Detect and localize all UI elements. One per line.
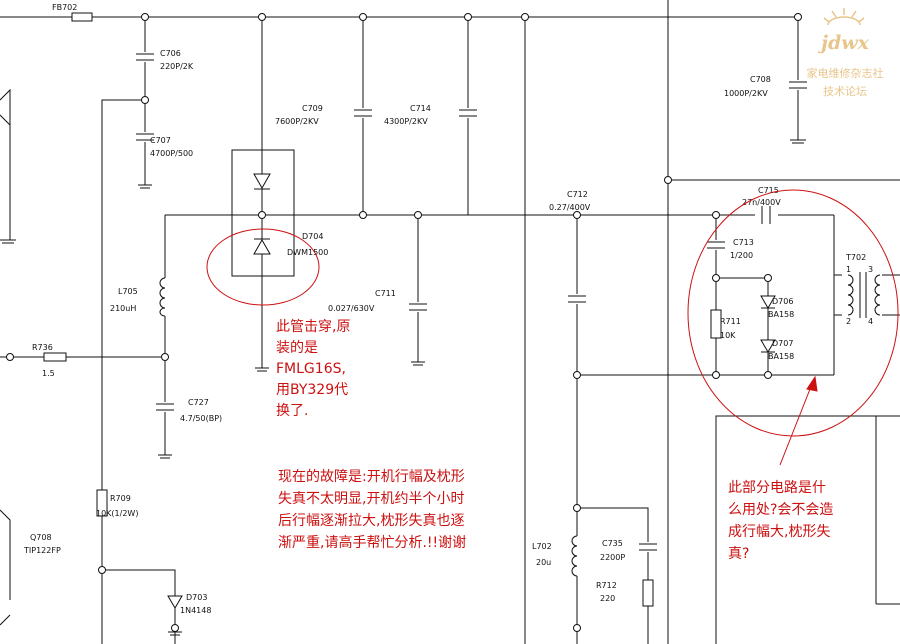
note-left: 此管击穿,原 装的是 FMLG16S, 用BY329代 换了. [276, 319, 350, 419]
note-left-line-3: FMLG16S, [276, 361, 346, 377]
label-c713-value: 1/200 [730, 251, 753, 260]
note-center-line-4: 渐严重,请高手帮忙分析.!!谢谢 [278, 534, 466, 551]
label-c706-ref: C706 [160, 49, 181, 58]
label-c709-value: 7600P/2KV [275, 117, 319, 126]
label-d706-ref: D706 [772, 297, 793, 306]
note-center: 现在的故障是:开机行幅及枕形 失真不太明显,开机约半个小时 后行幅逐渐拉大,枕形… [278, 469, 466, 551]
label-d704-value: DWM1500 [287, 248, 328, 257]
label-t702-pin2: 2 [846, 317, 851, 326]
label-c715-ref: C715 [758, 186, 779, 195]
label-d703-value: 1N4148 [180, 606, 211, 615]
label-r736-value: 1.5 [42, 369, 55, 378]
red-annotations: 此管击穿,原 装的是 FMLG16S, 用BY329代 换了. 现在的故障是:开… [206, 189, 899, 562]
note-center-line-1: 现在的故障是:开机行幅及枕形 [278, 469, 465, 485]
junction-nodes [6, 13, 802, 632]
ground-symbols [0, 139, 806, 636]
label-t702-pin4: 4 [868, 317, 873, 326]
component-labels: FB702 C706 220P/2K C707 4700P/500 C709 7… [23, 3, 873, 615]
note-center-line-2: 失真不太明显,开机约半个小时 [278, 491, 464, 507]
label-q708-value: TIP122FP [23, 546, 61, 555]
label-r712-value: 220 [600, 594, 615, 603]
label-l705-value: 210uH [110, 304, 136, 313]
arrow-to-section [779, 375, 818, 466]
label-l702-ref: L702 [532, 542, 552, 551]
label-d704-ref: D704 [302, 232, 323, 241]
note-left-line-4: 用BY329代 [276, 382, 348, 398]
label-c735-value: 2200P [600, 553, 625, 562]
note-left-line-2: 装的是 [276, 340, 318, 356]
note-left-line-5: 换了. [276, 402, 308, 419]
label-c711-value: 0.027/630V [328, 304, 375, 313]
highlight-ellipse-t702-section [687, 189, 899, 437]
label-c708-ref: C708 [750, 75, 771, 84]
label-q708-ref: Q708 [30, 533, 52, 542]
label-d707-value: BA158 [768, 352, 794, 361]
label-r736-ref: R736 [32, 343, 53, 352]
note-center-line-3: 后行幅逐渐拉大,枕形失真也逐 [278, 513, 464, 529]
label-c709-ref: C709 [302, 104, 323, 113]
label-c727-value: 4.7/50(BP) [180, 414, 222, 423]
label-c714-ref: C714 [410, 104, 431, 113]
label-c708-value: 1000P/2KV [724, 89, 768, 98]
label-c707-ref: C707 [150, 136, 171, 145]
watermark-logo-text: jdwx [817, 32, 870, 54]
label-d706-value: BA158 [768, 310, 794, 319]
label-c714-value: 4300P/2KV [384, 117, 428, 126]
note-right-line-2: 么用处?会不会造 [728, 502, 833, 518]
note-left-line-1: 此管击穿,原 [276, 319, 350, 335]
highlight-ellipse-d704 [206, 228, 320, 306]
label-c713-ref: C713 [733, 238, 754, 247]
label-c735-ref: C735 [602, 539, 623, 548]
label-c712-value: 0.27/400V [549, 203, 591, 212]
label-c727-ref: C727 [188, 398, 209, 407]
label-r709-ref: R709 [110, 494, 131, 503]
watermark-line2: 技术论坛 [823, 84, 867, 98]
label-c706-value: 220P/2K [160, 62, 194, 71]
label-c707-value: 4700P/500 [150, 149, 193, 158]
note-right-line-1: 此部分电路是什 [728, 480, 826, 496]
watermark-logo: jdwx 家电维修杂志社 技术论坛 [807, 8, 884, 98]
label-d707-ref: D707 [772, 339, 793, 348]
label-c712-ref: C712 [567, 190, 588, 199]
component-symbols [43, 12, 882, 609]
label-fb702: FB702 [52, 3, 77, 12]
label-t702-pin1: 1 [846, 265, 851, 274]
sun-rays-icon [823, 8, 865, 26]
label-l705-ref: L705 [118, 287, 138, 296]
label-r709-value: 10K(1/2W) [96, 509, 138, 518]
label-t702-pin3: 3 [868, 265, 873, 274]
label-t702-ref: T702 [845, 253, 866, 262]
label-c711-ref: C711 [375, 289, 396, 298]
label-d703-ref: D703 [186, 593, 207, 602]
label-r712-ref: R712 [596, 581, 617, 590]
note-right: 此部分电路是什 么用处?会不会造 成行幅大,枕形失 真? [728, 480, 833, 562]
note-right-line-4: 真? [728, 546, 749, 562]
note-right-line-3: 成行幅大,枕形失 [728, 524, 830, 540]
label-l702-value: 20u [536, 558, 551, 567]
label-c715-value: 27n/400V [742, 198, 781, 207]
label-r711-ref: R711 [720, 317, 741, 326]
label-r711-value: 10K [720, 331, 736, 340]
watermark-line1: 家电维修杂志社 [807, 66, 884, 80]
